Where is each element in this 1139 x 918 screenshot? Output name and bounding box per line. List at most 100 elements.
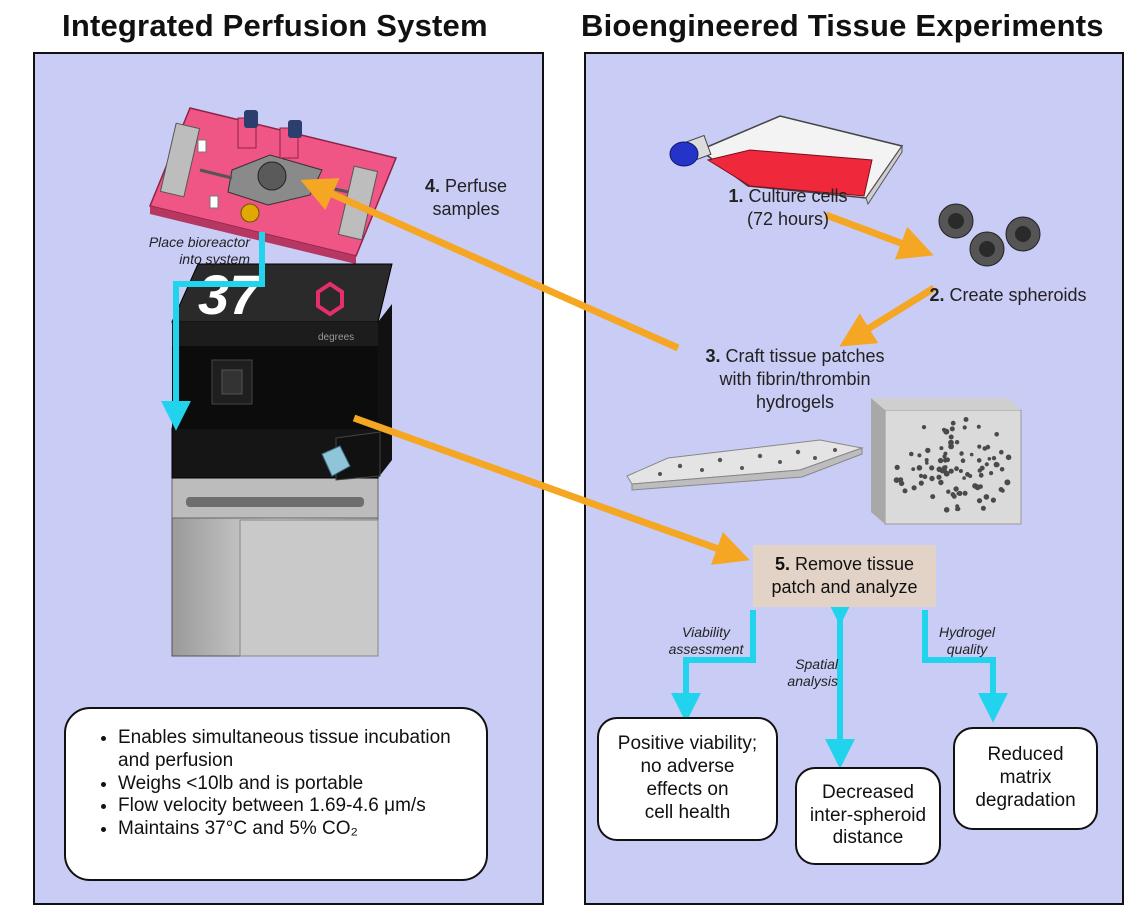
feature-item: Flow velocity between 1.69-4.6 μm/s bbox=[118, 795, 476, 818]
spheroid-dot bbox=[976, 424, 981, 429]
culture-flask-illustration bbox=[669, 115, 904, 206]
spheroid-dot bbox=[969, 452, 974, 457]
tissue-patch-side-view bbox=[626, 439, 864, 491]
device-brand-word: degrees bbox=[318, 332, 354, 343]
spheroid-dot bbox=[978, 484, 983, 489]
left-panel-title: Integrated Perfusion System bbox=[62, 8, 488, 43]
spheroid-dot bbox=[979, 465, 985, 471]
spheroid-dot bbox=[960, 458, 966, 464]
spheroid-dot bbox=[925, 447, 931, 454]
spheroid-dot bbox=[962, 425, 967, 430]
spheroid-dot bbox=[983, 494, 990, 500]
spheroid-dot bbox=[948, 434, 954, 440]
spheroid-dot bbox=[1004, 479, 1011, 486]
spheroid-dot bbox=[980, 505, 986, 511]
spheroid-dot bbox=[958, 469, 963, 473]
feature-item: Weighs <10lb and is portable bbox=[118, 773, 476, 796]
spheroid-dot bbox=[962, 490, 968, 496]
outcome-matrix-box: Reduced matrix degradation bbox=[953, 727, 1098, 830]
spheroid-dot bbox=[943, 428, 950, 435]
spheroid-dot bbox=[922, 474, 928, 480]
arrow-culture-to-spheroids bbox=[824, 211, 934, 260]
spheroid-dot bbox=[948, 439, 954, 446]
spheroid-dot bbox=[984, 462, 989, 467]
spheroid-dot bbox=[909, 451, 914, 457]
spheroid-dot bbox=[954, 440, 960, 445]
spheroid-dot bbox=[929, 465, 935, 471]
spheroid-dot bbox=[994, 432, 999, 437]
spheroid-dot bbox=[943, 507, 950, 513]
arrow-spheroids-to-patches bbox=[839, 285, 936, 347]
spheroid-dot bbox=[938, 479, 944, 486]
spheroid-dot bbox=[949, 426, 955, 432]
bioreactor-illustration bbox=[148, 107, 398, 264]
spheroid-dot bbox=[995, 462, 1000, 467]
outcome-distance-box: Decreased inter-spheroid distance bbox=[795, 767, 941, 865]
tissue-patch-top-view bbox=[871, 398, 1022, 525]
spheroid-dot bbox=[991, 456, 997, 461]
step-2-label: 2. Create spheroids bbox=[929, 285, 1087, 305]
spheroid-dot bbox=[936, 466, 943, 473]
spheroid-dot bbox=[972, 483, 978, 489]
spheroid-dot bbox=[950, 492, 956, 497]
cyan-flow-arrows bbox=[161, 232, 1008, 769]
incubator-device: 37 degrees bbox=[171, 263, 393, 657]
spheroid-dot bbox=[956, 491, 960, 496]
spheroid-dot bbox=[948, 468, 953, 473]
spheroid-dot bbox=[924, 458, 929, 462]
spheroid-dot bbox=[911, 485, 917, 491]
spheroid-dot bbox=[989, 471, 994, 476]
right-panel-title: Bioengineered Tissue Experiments bbox=[581, 8, 1104, 43]
arrow-hydrogel bbox=[922, 610, 1008, 723]
spheroid-dot bbox=[943, 458, 948, 463]
arrow-viability bbox=[671, 610, 756, 723]
spheroid-dot bbox=[976, 498, 983, 504]
spheroid-dot bbox=[937, 457, 944, 464]
spheroid-dot bbox=[953, 486, 959, 492]
spheroid-dot bbox=[918, 473, 924, 478]
spheroid-dot bbox=[990, 497, 997, 503]
spheroids-illustration bbox=[938, 203, 1041, 267]
spheroid-dot bbox=[963, 417, 969, 422]
spheroid-dot bbox=[977, 444, 982, 449]
spheroid-dot bbox=[894, 464, 900, 470]
arrow-device-to-analysis bbox=[352, 414, 750, 565]
spheroid-dot bbox=[918, 480, 924, 486]
spheroid-dot bbox=[999, 467, 1005, 472]
spheroid-dot bbox=[916, 465, 923, 471]
arrow-patches-to-bioreactor bbox=[300, 178, 680, 352]
spheroid-dot bbox=[929, 475, 935, 482]
spheroid-dot bbox=[962, 476, 966, 480]
spheroid-dot bbox=[898, 480, 905, 487]
feature-item: Maintains 37°C and 5% CO₂ bbox=[118, 818, 476, 841]
spheroid-dot bbox=[939, 446, 944, 451]
spheroid-dot bbox=[999, 449, 1004, 455]
spheroid-dot bbox=[978, 472, 984, 478]
spheroid-dot bbox=[976, 458, 982, 463]
spheroid-dot bbox=[917, 453, 922, 458]
spheroid-dot bbox=[930, 494, 936, 500]
step-1-label: 1. Culture cells(72 hours) bbox=[728, 186, 848, 230]
spheroid-dot bbox=[946, 489, 951, 494]
spheroid-dot bbox=[956, 506, 961, 512]
system-features-box: Enables simultaneous tissue incubation a… bbox=[64, 707, 488, 881]
arrow-place-bioreactor bbox=[161, 232, 265, 431]
spheroid-dot bbox=[943, 451, 948, 456]
spheroid-dot bbox=[902, 488, 908, 494]
orange-flow-arrows bbox=[300, 178, 936, 565]
spheroid-dot bbox=[936, 474, 942, 480]
feature-item: Enables simultaneous tissue incubation a… bbox=[118, 727, 476, 773]
spheroid-dot bbox=[925, 461, 929, 465]
spheroid-dot bbox=[968, 474, 973, 478]
spheroid-dot bbox=[1005, 454, 1012, 461]
device-brand-number: 37 bbox=[198, 263, 263, 326]
spheroid-dot bbox=[985, 444, 991, 450]
